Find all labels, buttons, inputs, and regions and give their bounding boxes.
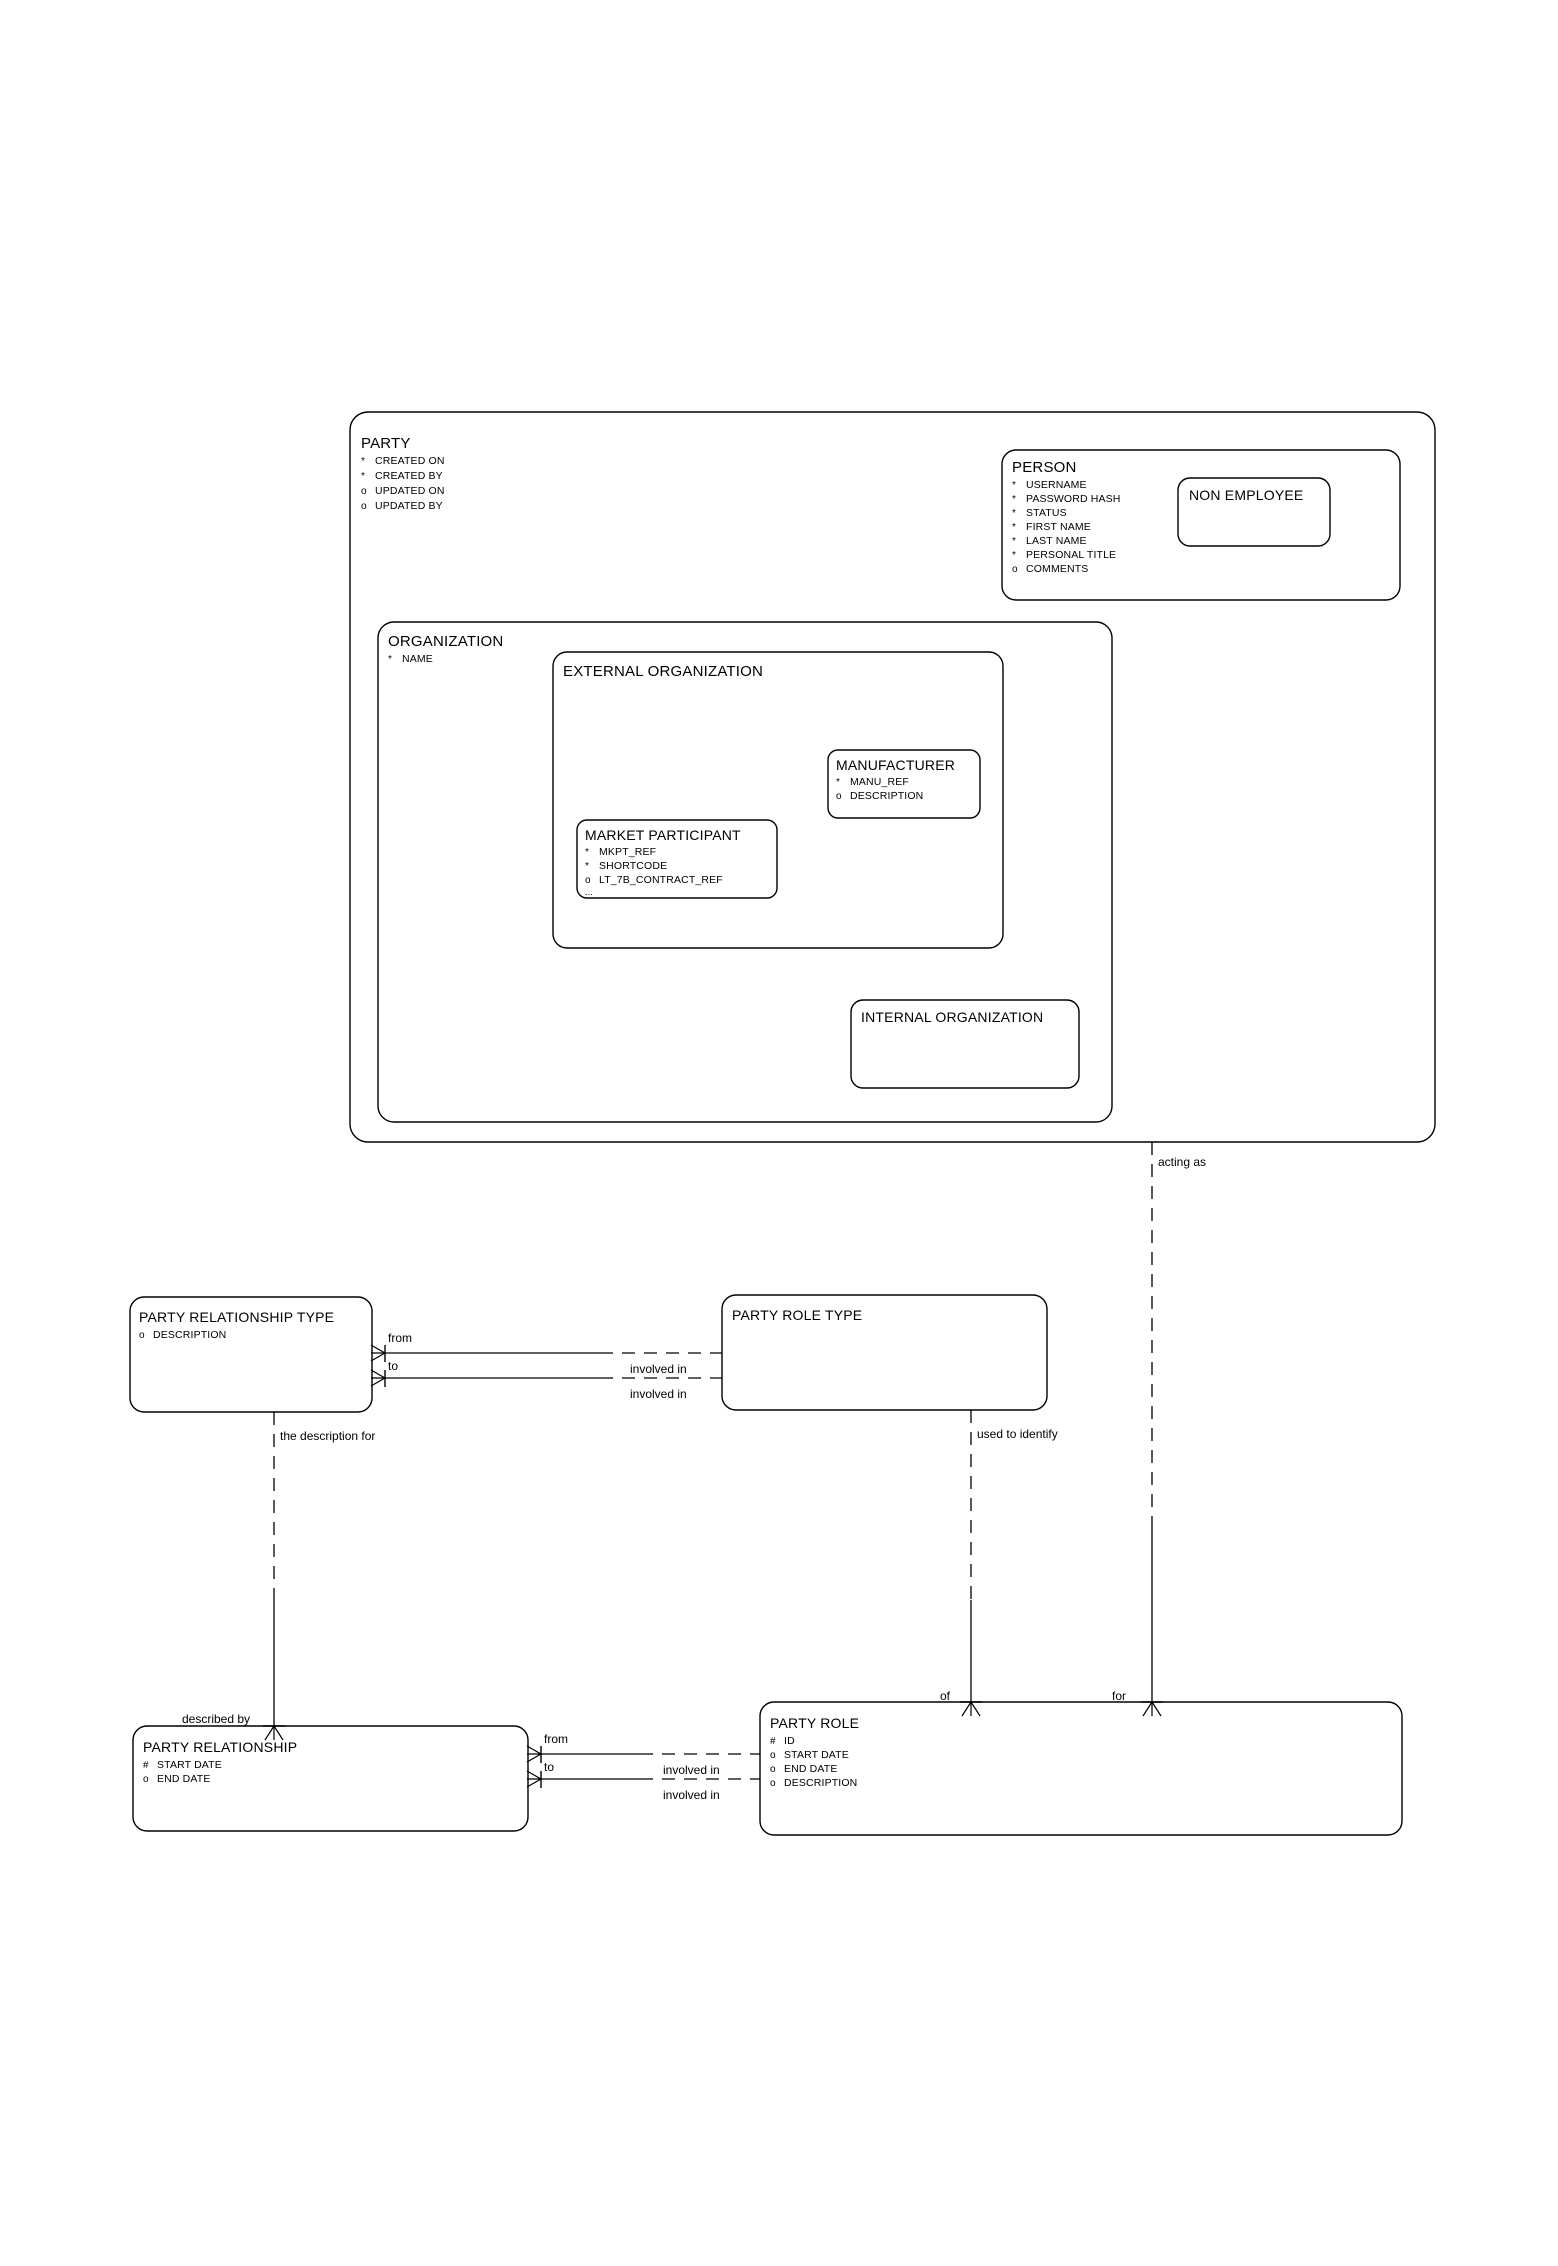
market-participant-attr-2-name: LT_7B_CONTRACT_REF xyxy=(599,874,723,886)
party-role-attr-1-mark: o xyxy=(770,1750,776,1761)
entity-person-box[interactable] xyxy=(1001,449,1401,601)
entity-organization-title: ORGANIZATION xyxy=(388,633,503,650)
manufacturer-attr-1-mark: o xyxy=(836,791,842,802)
relationship-used-to-identify-label: used to identify xyxy=(977,1427,1058,1441)
relationship-of-label: of xyxy=(940,1689,951,1703)
relationship-pr-to[interactable] xyxy=(526,1770,760,1788)
relationship-the-description-for[interactable] xyxy=(263,1412,285,1741)
relationship-pr-involved-in-2-label: involved in xyxy=(663,1788,720,1802)
market-participant-attr-0-mark: * xyxy=(585,847,589,858)
entity-market-participant-title: MARKET PARTICIPANT xyxy=(585,827,741,843)
entity-party-relationship-type-box[interactable] xyxy=(129,1296,373,1413)
person-attr-0-name: USERNAME xyxy=(1026,479,1087,491)
entity-party-role-type-title: PARTY ROLE TYPE xyxy=(732,1307,862,1323)
relationship-prt-involved-in-2-label: involved in xyxy=(630,1387,687,1401)
relationship-the-description-for-label: the description for xyxy=(280,1429,375,1443)
organization-attr-0-mark: * xyxy=(388,654,392,665)
entity-manufacturer-box[interactable] xyxy=(827,749,981,819)
manufacturer-attr-0-name: MANU_REF xyxy=(850,776,909,788)
relationship-prt-to-label: to xyxy=(388,1359,398,1373)
entity-external-organization-box[interactable] xyxy=(552,651,1004,949)
entity-organization-box[interactable] xyxy=(377,621,1113,1123)
party-role-attr-0-name: ID xyxy=(784,1735,795,1747)
pr-rel-attr-1-name: END DATE xyxy=(157,1773,211,1785)
relationship-used-to-identify[interactable] xyxy=(960,1410,982,1717)
party-role-attr-1-name: START DATE xyxy=(784,1749,849,1761)
person-attr-6-name: COMMENTS xyxy=(1026,563,1088,575)
party-attr-3-mark: o xyxy=(361,501,367,512)
party-attr-0-mark: * xyxy=(361,456,365,467)
party-role-attr-3-mark: o xyxy=(770,1778,776,1789)
pr-rel-attr-0-mark: # xyxy=(143,1760,149,1771)
party-attr-1-name: CREATED BY xyxy=(375,470,443,482)
relationship-prt-from[interactable] xyxy=(370,1344,722,1362)
relationship-prt-involved-in-1-label: involved in xyxy=(630,1362,687,1376)
person-attr-1-mark: * xyxy=(1012,494,1016,505)
party-role-attr-2-name: END DATE xyxy=(784,1763,838,1775)
relationship-acting-as[interactable] xyxy=(1141,1142,1163,1717)
party-role-attr-2-mark: o xyxy=(770,1764,776,1775)
prt-attr-0-mark: o xyxy=(139,1330,145,1341)
entity-party-role-title: PARTY ROLE xyxy=(770,1715,859,1731)
person-attr-3-mark: * xyxy=(1012,522,1016,533)
party-attr-2-mark: o xyxy=(361,486,367,497)
entity-party-title: PARTY xyxy=(361,435,411,452)
person-attr-6-mark: o xyxy=(1012,564,1018,575)
pr-rel-attr-1-mark: o xyxy=(143,1774,149,1785)
party-role-attr-0-mark: # xyxy=(770,1736,776,1747)
organization-attr-0-name: NAME xyxy=(402,653,433,665)
market-participant-attr-1-name: SHORTCODE xyxy=(599,860,667,872)
relationship-prt-from-label: from xyxy=(388,1331,412,1345)
market-participant-attr-1-mark: * xyxy=(585,861,589,872)
entity-manufacturer-title: MANUFACTURER xyxy=(836,757,955,773)
entity-person-title: PERSON xyxy=(1012,459,1077,476)
relationship-pr-from[interactable] xyxy=(526,1745,760,1763)
entity-party-box[interactable] xyxy=(349,411,1436,1143)
market-participant-attr-2-mark: o xyxy=(585,875,591,886)
party-attr-3-name: UPDATED BY xyxy=(375,500,443,512)
entity-non-employee-title: NON EMPLOYEE xyxy=(1189,487,1303,503)
relationship-for-label: for xyxy=(1112,1689,1126,1703)
person-attr-4-mark: * xyxy=(1012,536,1016,547)
party-attr-2-name: UPDATED ON xyxy=(375,485,445,497)
entity-external-organization-title: EXTERNAL ORGANIZATION xyxy=(563,663,763,680)
pr-rel-attr-0-name: START DATE xyxy=(157,1759,222,1771)
entity-market-participant-box[interactable] xyxy=(576,819,778,899)
person-attr-2-name: STATUS xyxy=(1026,507,1067,519)
prt-attr-0-name: DESCRIPTION xyxy=(153,1329,226,1341)
person-attr-4-name: LAST NAME xyxy=(1026,535,1087,547)
entity-party-role-box[interactable] xyxy=(759,1701,1403,1836)
party-attr-1-mark: * xyxy=(361,471,365,482)
party-role-attr-3-name: DESCRIPTION xyxy=(784,1777,857,1789)
person-attr-5-mark: * xyxy=(1012,550,1016,561)
relationship-pr-to-label: to xyxy=(544,1760,554,1774)
relationship-described-by-label: described by xyxy=(182,1712,250,1726)
person-attr-5-name: PERSONAL TITLE xyxy=(1026,549,1116,561)
manufacturer-attr-1-name: DESCRIPTION xyxy=(850,790,923,802)
entity-party-relationship-title: PARTY RELATIONSHIP xyxy=(143,1739,297,1755)
person-attr-1-name: PASSWORD HASH xyxy=(1026,493,1121,505)
person-attr-0-mark: * xyxy=(1012,480,1016,491)
entity-party-relationship-type-title: PARTY RELATIONSHIP TYPE xyxy=(139,1309,334,1325)
person-attr-3-name: FIRST NAME xyxy=(1026,521,1091,533)
entity-internal-organization-box[interactable] xyxy=(850,999,1080,1089)
entity-non-employee-box[interactable] xyxy=(1177,477,1331,547)
party-attr-0-name: CREATED ON xyxy=(375,455,445,467)
relationship-acting-as-label: acting as xyxy=(1158,1155,1206,1169)
relationship-prt-to[interactable] xyxy=(370,1369,722,1387)
entity-internal-organization-title: INTERNAL ORGANIZATION xyxy=(861,1009,1043,1025)
relationship-pr-involved-in-1-label: involved in xyxy=(663,1763,720,1777)
person-attr-2-mark: * xyxy=(1012,508,1016,519)
manufacturer-attr-0-mark: * xyxy=(836,777,840,788)
market-participant-attr-0-name: MKPT_REF xyxy=(599,846,656,858)
market-participant-attr-3-name: ... xyxy=(585,887,593,897)
relationship-pr-from-label: from xyxy=(544,1732,568,1746)
